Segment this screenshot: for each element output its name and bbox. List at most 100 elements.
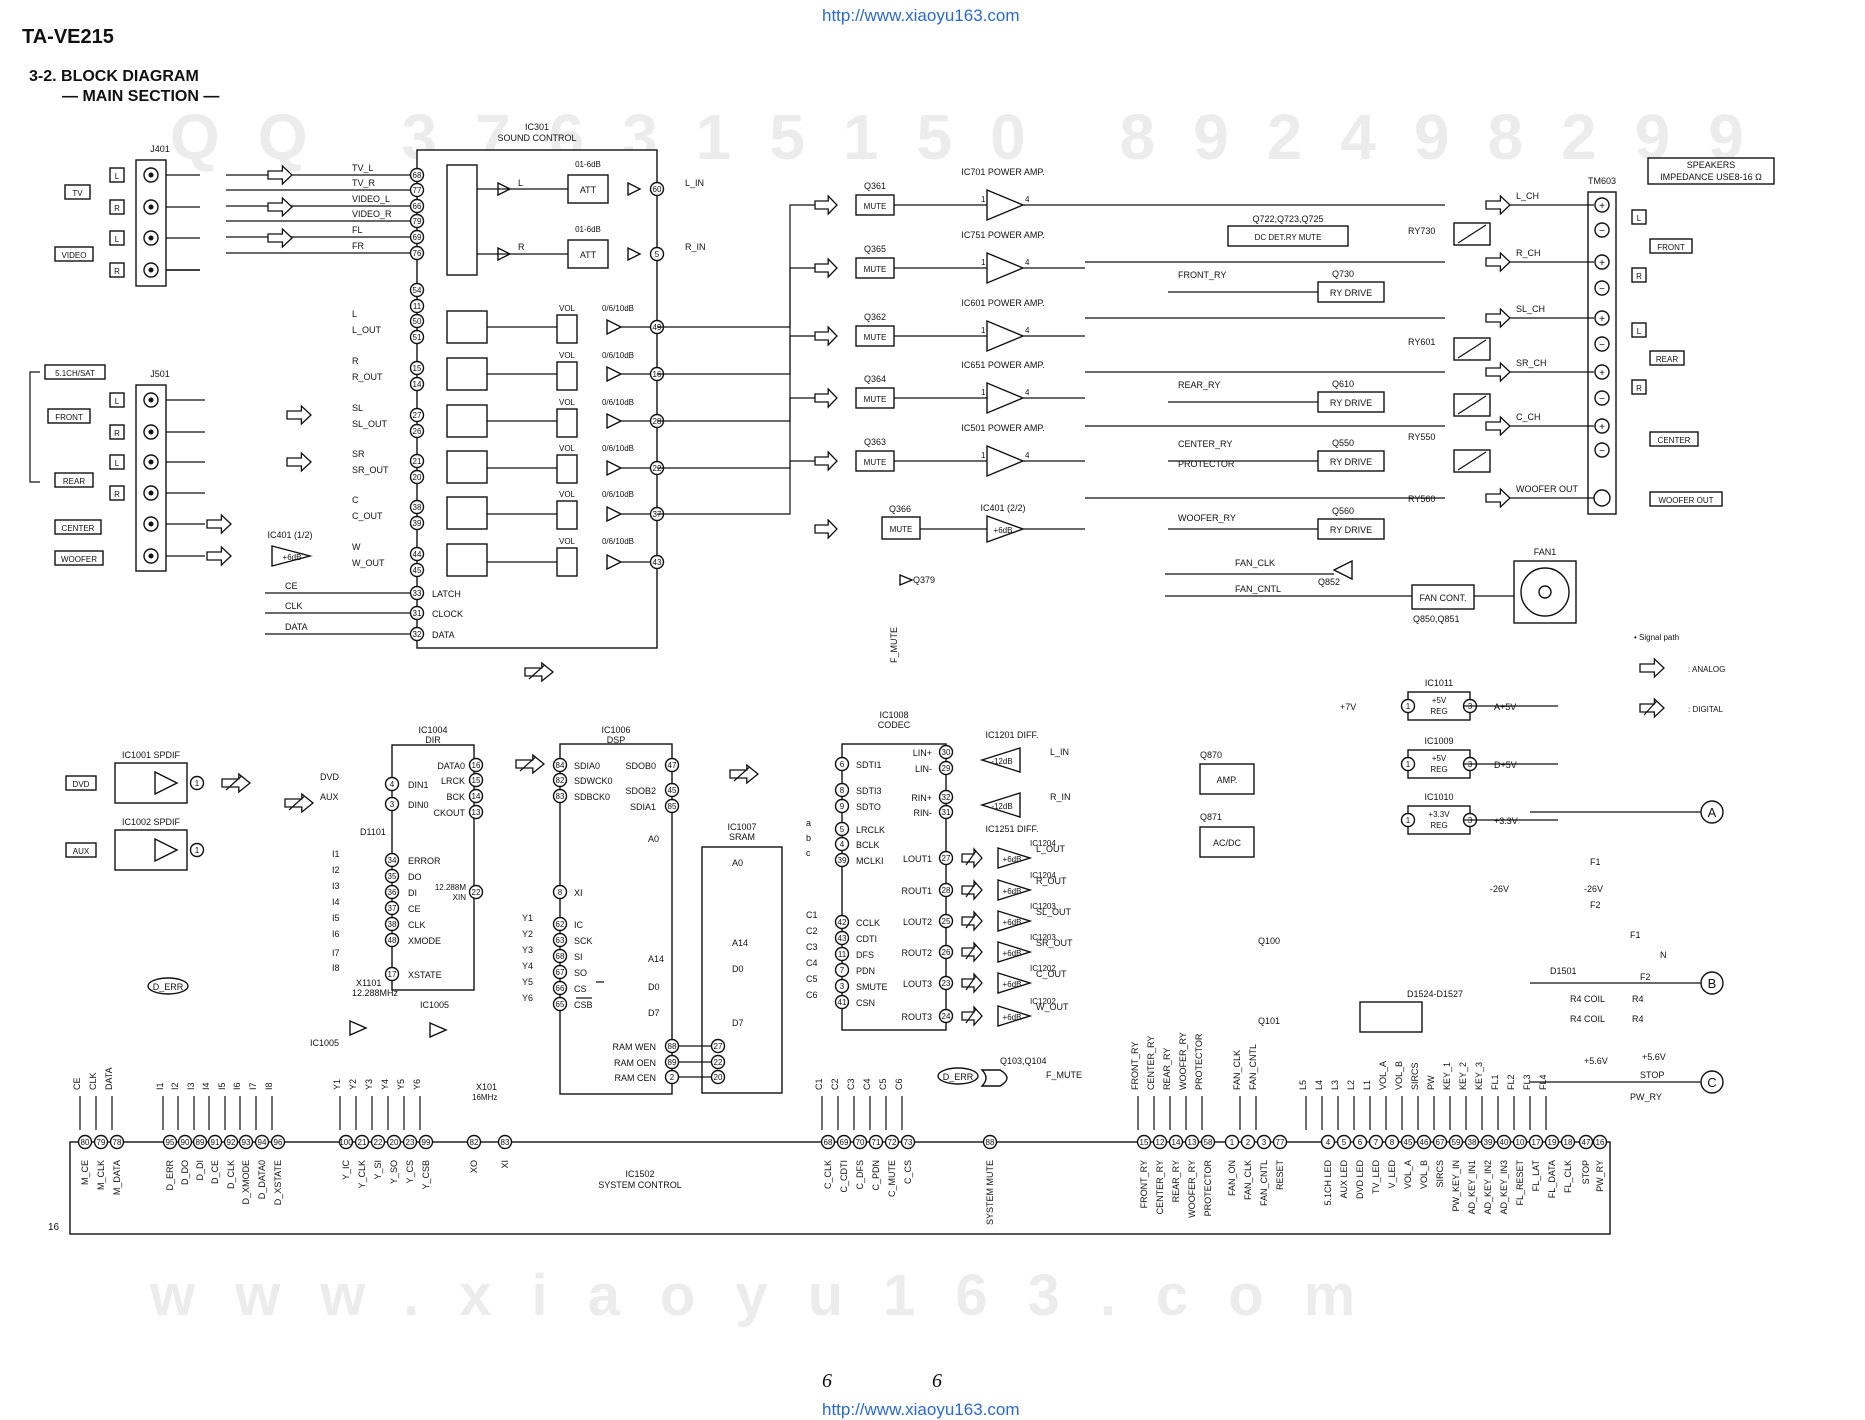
ic1502-pin-label: M_DATA — [112, 1160, 122, 1195]
ic1006-pin-number: 67 — [556, 968, 565, 977]
j401-lr-box — [109, 199, 125, 215]
woofer-source-box-label: WOOFER — [61, 555, 97, 564]
ic1502-top-label: WOOFER_RY — [1178, 1032, 1188, 1090]
watermark-url-bottom[interactable]: http://www.xiaoyu163.com — [822, 1400, 1020, 1419]
j401-lr-box-label: R — [114, 204, 120, 213]
ic1502-top-label: Y6 — [412, 1079, 422, 1090]
ic301-selector — [446, 164, 478, 276]
ic1004-pin-22-number: 22 — [472, 888, 481, 897]
ic1502-pin — [1336, 1134, 1352, 1150]
legend-analog-arrow — [1639, 657, 1665, 679]
ic1006-out-pin-number: 47 — [668, 761, 677, 770]
watermark-url-top[interactable]: http://www.xiaoyu163.com — [822, 6, 1020, 25]
q366-label: Q366 — [889, 504, 911, 514]
speaker-terminal — [1594, 442, 1610, 458]
dc-det-box-label: DC DET.RY MUTE — [1255, 233, 1322, 242]
page-number-left: 6 — [822, 1370, 832, 1392]
fan-cont-box — [1411, 584, 1475, 610]
ic301-input-pin — [409, 198, 425, 214]
reg-word: REG — [1430, 707, 1447, 716]
ic301-input-label: FR — [352, 241, 364, 251]
spdif-label: IC1001 SPDIF — [122, 750, 181, 760]
ic1004-pin-number: 48 — [388, 936, 397, 945]
j501-lr-box — [109, 485, 125, 501]
ic301-to-mute-wire — [657, 460, 815, 515]
sram-pin-number: 20 — [714, 1073, 723, 1082]
ic1502-pin-number: 40 — [1500, 1138, 1509, 1147]
dir-digital-arrow — [519, 756, 537, 772]
fan-cont-box-label: FAN CONT. — [1419, 593, 1466, 603]
ic301-to-mute-wire — [657, 267, 815, 375]
ic1502-pin-label: FAN_ON — [1227, 1160, 1237, 1196]
ic1502-pin — [1200, 1134, 1216, 1150]
amp-analog-arrow — [814, 325, 838, 347]
ic1502-pin-number: 38 — [1468, 1138, 1477, 1147]
ic1502-pin — [1560, 1134, 1576, 1150]
ic1502-pin — [223, 1134, 239, 1150]
reg-ic-label: IC1010 — [1424, 792, 1453, 802]
codec-out-gain: +6dB — [1003, 887, 1022, 896]
ic1502-pin — [1256, 1134, 1272, 1150]
ic1008-pin-label: SDTI3 — [856, 786, 882, 796]
ic1008-rpin-label: RIN- — [914, 808, 933, 818]
q871-label: Q871 — [1200, 812, 1222, 822]
ic1502-top-label: C1 — [814, 1078, 824, 1090]
reg-pin-number: 1 — [1406, 816, 1411, 825]
ic1008-pin-number: 43 — [838, 934, 847, 943]
codec-abc-label: c — [806, 848, 811, 858]
ic1004-out-label: LRCK — [441, 776, 465, 786]
ic1502-pin-label: AD_KEY_IN1 — [1467, 1160, 1477, 1215]
j501-jack — [148, 553, 154, 559]
amp-pin-1: 1 — [981, 258, 986, 267]
power-amp-label: IC751 POWER AMP. — [961, 230, 1044, 240]
ry-drive-box-label: RY DRIVE — [1330, 525, 1372, 535]
sram-a14: A14 — [732, 938, 748, 948]
ic1502-pin-number: 70 — [856, 1138, 865, 1147]
ic1008-rpin — [938, 804, 954, 820]
ic1008-pin — [834, 821, 850, 837]
codec-out-ic: IC1204 — [1030, 871, 1056, 880]
ic301-pin-54-number: 54 — [413, 286, 422, 295]
ic1502-pin-label: AUX LED — [1339, 1160, 1349, 1199]
reg-word: REG — [1430, 765, 1447, 774]
ic1502-pin-number: 93 — [242, 1138, 251, 1147]
ic1004-pin-label: DI — [408, 888, 417, 898]
speaker-lr-box — [1631, 267, 1647, 283]
codec-out-ic: IC1202 — [1030, 997, 1056, 1006]
ic1251-diff — [979, 792, 1021, 818]
ic1006-ram-pin-number: 2 — [670, 1073, 675, 1082]
codec-out-gain: +6dB — [1003, 1013, 1022, 1022]
watermark-site: www.xiaoyu163.com — [150, 1263, 1396, 1328]
ic1502-top-label: FRONT_RY — [1130, 1042, 1140, 1090]
ic1502-pin-label: D_XSTATE — [273, 1160, 283, 1205]
dsp-d0: D0 — [648, 982, 660, 992]
ic1004-out-pin-number: 14 — [472, 792, 481, 801]
ic1502-pin-label: C_PDN — [871, 1160, 881, 1191]
ic1502-pin-number: 59 — [1452, 1138, 1461, 1147]
ic301-ch-label: W — [352, 542, 361, 552]
f-mute-label-2: F_MUTE — [1046, 1070, 1082, 1080]
ic301-ch-label: C — [352, 495, 359, 505]
ic1502-pin-number: 94 — [258, 1138, 267, 1147]
ic1502-pin-label: C_MUTE — [887, 1160, 897, 1197]
ic1006-pin — [552, 964, 568, 980]
ic301-input-pin-number: 66 — [413, 202, 422, 211]
tv-source-box-label: TV — [72, 189, 83, 198]
codec-out-label: SL_OUT — [1036, 907, 1072, 917]
ic1008-rpin — [938, 944, 954, 960]
ic1502-pin-number: 90 — [181, 1138, 190, 1147]
ic1502-pin — [1384, 1134, 1400, 1150]
ic1008-pin-label: SDTI1 — [856, 760, 882, 770]
woofer-mute-box — [881, 516, 921, 540]
speaker-ch-label: SL_CH — [1516, 304, 1545, 314]
ic1502-pin-label: C_CLK — [823, 1160, 833, 1189]
rear-ry-label: REAR_RY — [1178, 380, 1220, 390]
ic301-ch-pin — [409, 313, 425, 329]
vol-label: VOL — [559, 304, 576, 313]
dvd-digital-arrow — [225, 775, 243, 791]
legend-digital-arrow — [1639, 697, 1665, 719]
ic1502-pin — [93, 1134, 109, 1150]
ic1005-label-2: IC1005 — [310, 1038, 339, 1048]
fan-icon — [1538, 585, 1552, 599]
page-number-right: 6 — [932, 1370, 942, 1392]
